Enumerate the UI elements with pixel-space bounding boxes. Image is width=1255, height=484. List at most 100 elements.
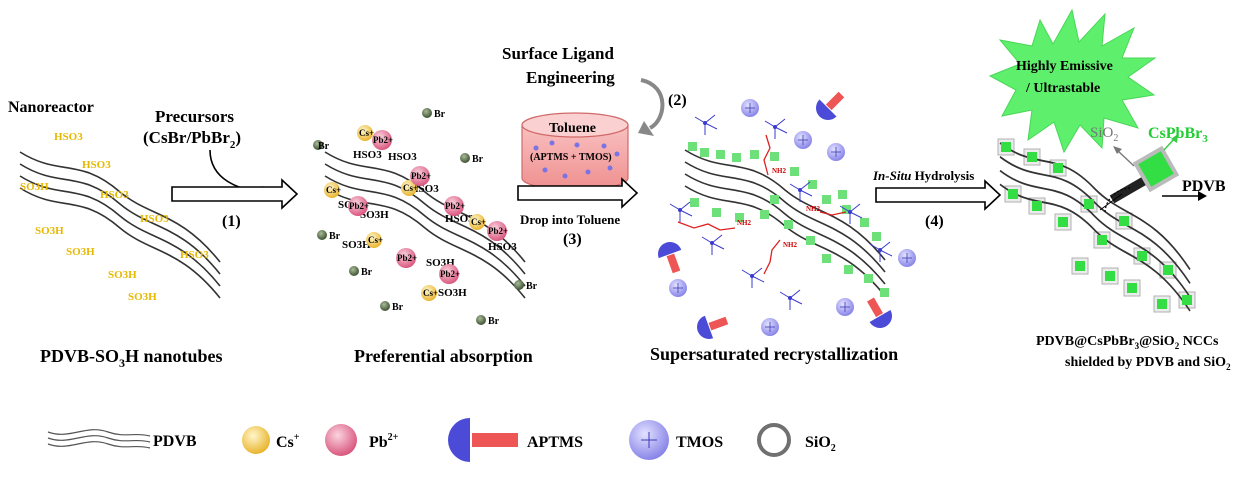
cs-ion <box>421 285 437 301</box>
arrow-step4: In-Situ Hydrolysis (4) <box>872 168 1002 230</box>
br-ion <box>317 230 327 240</box>
hso3-label: HSO3 <box>353 149 382 161</box>
legend: PDVB Cs+ Pb2+ APTMS TMOS SiO2 <box>47 418 836 462</box>
step4-label: (4) <box>925 213 944 230</box>
tmos-molecules <box>668 98 917 337</box>
hso3-label: HSO3 <box>100 189 129 201</box>
cs-label: Cs+ <box>471 217 486 227</box>
nanocrystal-zoom <box>1099 134 1207 213</box>
highly-emissive-label: Highly Emissive <box>1016 59 1113 74</box>
cs-label: Cs+ <box>359 128 374 138</box>
panel-recrystallization: NH2 NH2 NH2 NH2 <box>650 86 917 364</box>
caption-absorption: Preferential absorption <box>354 346 533 366</box>
nh2-label: NH2 <box>737 219 752 227</box>
engineering-label: Engineering <box>526 68 615 87</box>
br-ion <box>380 301 390 311</box>
so3h-label: SO3H <box>128 291 157 303</box>
cs-label: Cs+ <box>423 288 438 298</box>
so3h-label: SO3H <box>342 239 371 251</box>
legend-sio2-label: SiO2 <box>805 434 836 454</box>
pdvb-label: PDVB <box>1182 178 1226 195</box>
cs-label: Cs+ <box>403 183 418 193</box>
so3h-label: SO3H <box>438 287 467 299</box>
pb-ion <box>372 130 392 150</box>
pb-label: Pb2+ <box>349 201 369 211</box>
nh2-labels: NH2 NH2 NH2 NH2 <box>737 167 821 249</box>
hso3-label: HSO3 <box>488 241 517 253</box>
arrow-step1: Precursors (CsBr/PbBr2) (1) <box>143 107 299 230</box>
ultrastable-label: / Ultrastable <box>1025 81 1100 96</box>
aptms-molecules <box>654 86 897 343</box>
green-nanocrystals-3 <box>688 142 889 297</box>
br-label: Br <box>526 281 538 292</box>
pb-ion-swatch <box>325 424 357 456</box>
cs-ion <box>401 180 417 196</box>
pb-ion <box>439 264 459 284</box>
br-ion <box>349 266 359 276</box>
aptms-chains <box>677 134 847 275</box>
cspbbr3-crystal <box>1132 145 1180 193</box>
panel-final: Highly Emissive / Ultrastable <box>988 8 1231 372</box>
br-ion <box>514 280 524 290</box>
hso3-label: HSO3 <box>445 213 474 225</box>
cs-ion <box>357 125 373 141</box>
sio2-swatch <box>757 423 791 457</box>
cs-ions: Cs+ Cs+ Cs+ Cs+ Cs+ Cs+ <box>324 125 486 301</box>
panel-absorption: HSO3 HSO3 HSO3 HSO3 HSO3 SO3H SO3H SO3H … <box>313 108 538 366</box>
so3h-label: SO3H <box>360 209 389 221</box>
nanoreactor-label: Nanoreactor <box>8 99 94 116</box>
toluene-content-label: (APTMS + TMOS) <box>530 152 612 163</box>
hso3-label: HSO3 <box>140 213 169 225</box>
br-label: Br <box>472 154 484 165</box>
legend-pb-label: Pb2+ <box>369 432 399 451</box>
cs-ion <box>366 232 382 248</box>
nh2-label: NH2 <box>783 241 798 249</box>
pb-ion <box>487 221 507 241</box>
br-label: Br <box>392 302 404 313</box>
pb-label: Pb2+ <box>488 226 508 236</box>
sulfonic-groups-1: SO3H SO3H SO3H SO3H SO3H HSO3 HSO3 HSO3 … <box>20 131 209 303</box>
legend-sio2: SiO2 <box>757 423 836 457</box>
drop-into-toluene-label: Drop into Toluene <box>520 212 620 227</box>
pb-label: Pb2+ <box>440 269 460 279</box>
hso3-label: HSO3 <box>180 249 209 261</box>
legend-tmos-label: TMOS <box>676 434 723 451</box>
cs-label: Cs+ <box>368 235 383 245</box>
step1-label: (1) <box>222 213 241 230</box>
pb-ion <box>444 196 464 216</box>
caption-recrystallization: Supersaturated recrystallization <box>650 344 898 364</box>
hso3-label: HSO3 <box>82 159 111 171</box>
toluene-container: Toluene (APTMS + TMOS) <box>521 112 629 191</box>
hso3-label: HSO3 <box>54 131 83 143</box>
surface-ligand-label: Surface Ligand <box>502 44 614 63</box>
br-ion <box>476 315 486 325</box>
green-nanocrystals-4 <box>1001 142 1192 309</box>
pb-ion <box>410 166 430 186</box>
pb-label: Pb2+ <box>373 135 393 145</box>
pb-ion <box>348 196 368 216</box>
hydrolysis-label: In-Situ Hydrolysis <box>872 168 974 183</box>
emission-burst: Highly Emissive / Ultrastable <box>988 8 1157 154</box>
pb-label: Pb2+ <box>411 171 431 181</box>
cs-ion-swatch <box>242 426 270 454</box>
step3-label: (3) <box>563 231 582 248</box>
so3h-label: SO3H <box>66 246 95 258</box>
legend-cs-label: Cs+ <box>276 432 300 451</box>
sio2-label: SiO2 <box>1090 125 1118 144</box>
so3h-label: SO3H <box>108 269 137 281</box>
step2-label: (2) <box>668 92 687 109</box>
br-label: Br <box>361 267 373 278</box>
panel-nanotubes: Nanoreactor SO3H SO3H SO3H SO3H SO3H HSO… <box>8 99 223 370</box>
cs-ion <box>469 214 485 230</box>
nh2-label: NH2 <box>806 205 821 213</box>
precursors-label: Precursors <box>155 107 234 126</box>
caption-final-line2: shielded by PDVB and SiO2 <box>1065 355 1231 372</box>
legend-pdvb: PDVB <box>47 429 197 450</box>
so3h-label: SO3H <box>35 225 64 237</box>
arrow-step3: Drop into Toluene (3) <box>517 177 639 248</box>
cs-ion <box>324 182 340 198</box>
siloxane-network <box>669 114 893 311</box>
hollow-arrow <box>171 178 299 210</box>
br-ion <box>460 153 470 163</box>
